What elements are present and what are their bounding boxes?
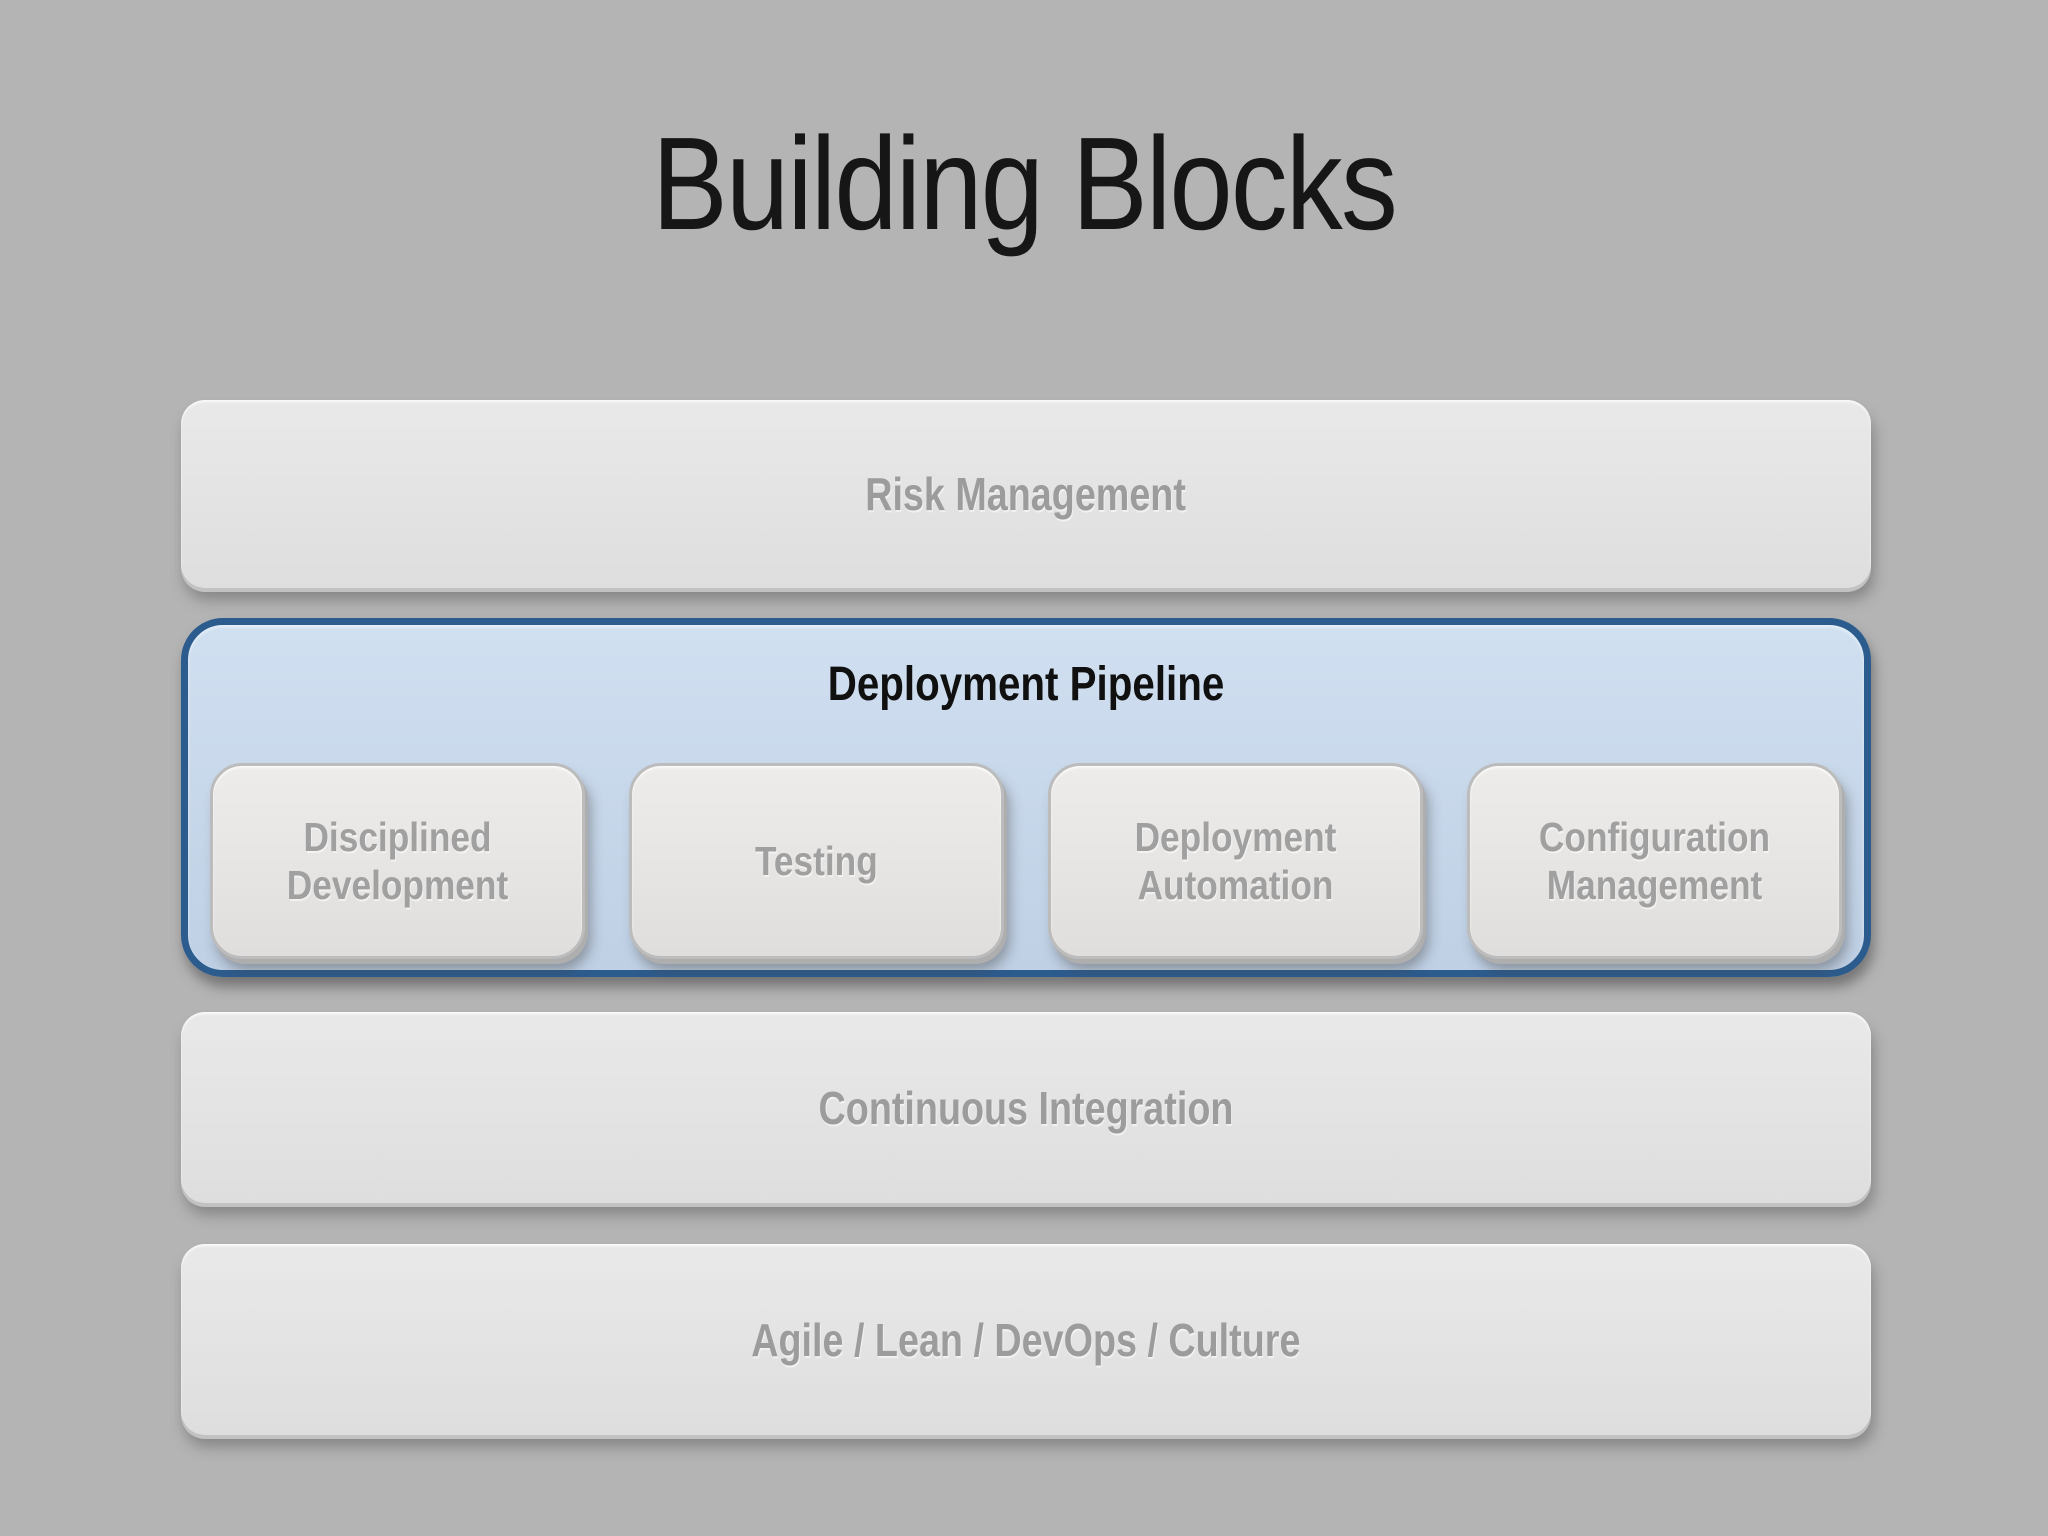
block-risk-management: Risk Management: [181, 400, 1871, 588]
block-testing-label: Testing: [755, 837, 878, 884]
block-deployment-pipeline-label: Deployment Pipeline: [827, 658, 1225, 711]
slide-title: Building Blocks: [651, 110, 1398, 257]
block-agile-lean-devops-culture-label: Agile / Lean / DevOps / Culture: [751, 1313, 1301, 1366]
pipeline-sub-blocks: Disciplined Development Testing Deployme…: [206, 763, 1846, 959]
block-risk-management-label: Risk Management: [865, 468, 1187, 520]
block-deployment-automation-label: Deployment Automation: [1134, 813, 1337, 908]
block-continuous-integration: Continuous Integration: [181, 1012, 1871, 1203]
block-deployment-automation: Deployment Automation: [1048, 763, 1423, 959]
block-deployment-pipeline: Deployment Pipeline Disciplined Developm…: [181, 618, 1871, 977]
block-agile-lean-devops-culture: Agile / Lean / DevOps / Culture: [181, 1244, 1871, 1435]
block-disciplined-development-label: Disciplined Development: [286, 813, 509, 908]
block-disciplined-development: Disciplined Development: [210, 763, 585, 959]
block-configuration-management: Configuration Management: [1467, 763, 1842, 959]
block-continuous-integration-label: Continuous Integration: [818, 1081, 1234, 1134]
block-configuration-management-label: Configuration Management: [1538, 813, 1771, 908]
block-testing: Testing: [629, 763, 1004, 959]
